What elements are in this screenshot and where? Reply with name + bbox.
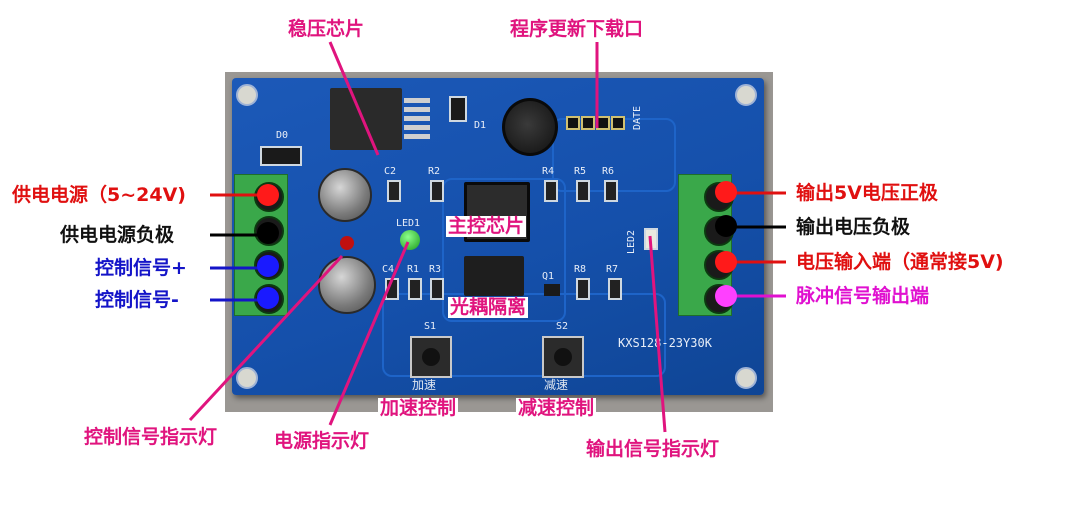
mount-hole-tr (735, 84, 757, 106)
r7-text: R7 (606, 264, 619, 275)
r4-text: R4 (542, 166, 555, 177)
pcb-trace (382, 293, 666, 377)
leader-line (648, 235, 667, 433)
smd-component (449, 96, 467, 122)
label-program-port: 程序更新下载口 (510, 18, 644, 40)
leader-line (188, 254, 344, 422)
smd-c2 (387, 180, 401, 202)
label-control-plus: 控制信号+ (95, 257, 187, 279)
r8-text: R8 (574, 264, 587, 275)
d0-text: D0 (276, 130, 289, 141)
header-pin (581, 116, 595, 130)
model-text: KXS128-23Y30K (618, 336, 712, 350)
label-control-indicator: 控制信号指示灯 (84, 426, 218, 448)
led1-text: LED1 (396, 218, 421, 229)
smd-r4 (544, 180, 558, 202)
transistor-q1 (544, 284, 560, 296)
header-pin (566, 116, 580, 130)
r1-text: R1 (407, 264, 420, 275)
inductor (502, 98, 558, 156)
label-control-minus: 控制信号- (95, 289, 179, 311)
program-header (566, 116, 632, 132)
label-supply-power: 供电电源（5~24V) (12, 184, 186, 206)
marker-dot (715, 181, 737, 203)
r3-text: R3 (429, 264, 442, 275)
mount-hole-br (735, 367, 757, 389)
smd-r3 (430, 278, 444, 300)
header-pin (611, 116, 625, 130)
label-main-chip: 主控芯片 (446, 215, 527, 237)
smd-r1 (408, 278, 422, 300)
c2-text: C2 (384, 166, 397, 177)
optocoupler-chip (464, 256, 524, 296)
btn2-text: 减速 (544, 378, 569, 392)
smd-r2 (430, 180, 444, 202)
label-output-negative: 输出电压负极 (796, 216, 911, 238)
marker-dot (257, 184, 279, 206)
label-output-5v-positive: 输出5V电压正极 (796, 182, 938, 204)
btn1-text: 加速 (412, 378, 437, 392)
r6-text: R6 (602, 166, 615, 177)
marker-dot (715, 251, 737, 273)
d1-text: D1 (474, 120, 487, 131)
label-power-indicator: 电源指示灯 (274, 430, 370, 452)
button-cap (554, 348, 572, 366)
r5-text: R5 (574, 166, 587, 177)
c4-text: C4 (382, 264, 395, 275)
red-led (340, 236, 354, 250)
smd-r5 (576, 180, 590, 202)
regulator-pins (404, 98, 430, 140)
electrolytic-capacitor (318, 168, 372, 222)
mount-hole-tl (236, 84, 258, 106)
label-regulator-chip: 稳压芯片 (288, 18, 365, 40)
s1-text: S1 (424, 321, 437, 332)
smd-r7 (608, 278, 622, 300)
button-cap (422, 348, 440, 366)
regulator-chip (330, 88, 402, 150)
label-voltage-input: 电压输入端（通常接5V) (796, 251, 1004, 273)
label-supply-negative: 供电电源负极 (60, 224, 175, 246)
leader-line (328, 41, 380, 156)
pcb-trace (442, 178, 566, 322)
marker-dot (715, 285, 737, 307)
marker-dot (257, 222, 279, 244)
r2-text: R2 (428, 166, 441, 177)
smd-r6 (604, 180, 618, 202)
marker-dot (715, 215, 737, 237)
s2-text: S2 (556, 321, 569, 332)
mount-hole-bl (236, 367, 258, 389)
leader-line (328, 241, 410, 426)
label-accel-control: 加速控制 (378, 397, 459, 419)
diode-d0 (260, 146, 302, 166)
marker-dot (257, 255, 279, 277)
label-optocoupler: 光耦隔离 (448, 296, 529, 318)
label-decel-control: 减速控制 (516, 397, 597, 419)
green-led (400, 230, 420, 250)
q1-text: Q1 (542, 271, 555, 282)
label-pulse-output: 脉冲信号输出端 (796, 285, 930, 307)
label-output-indicator: 输出信号指示灯 (586, 438, 720, 460)
marker-dot (257, 287, 279, 309)
electrolytic-capacitor (318, 256, 376, 314)
smd-r8 (576, 278, 590, 300)
